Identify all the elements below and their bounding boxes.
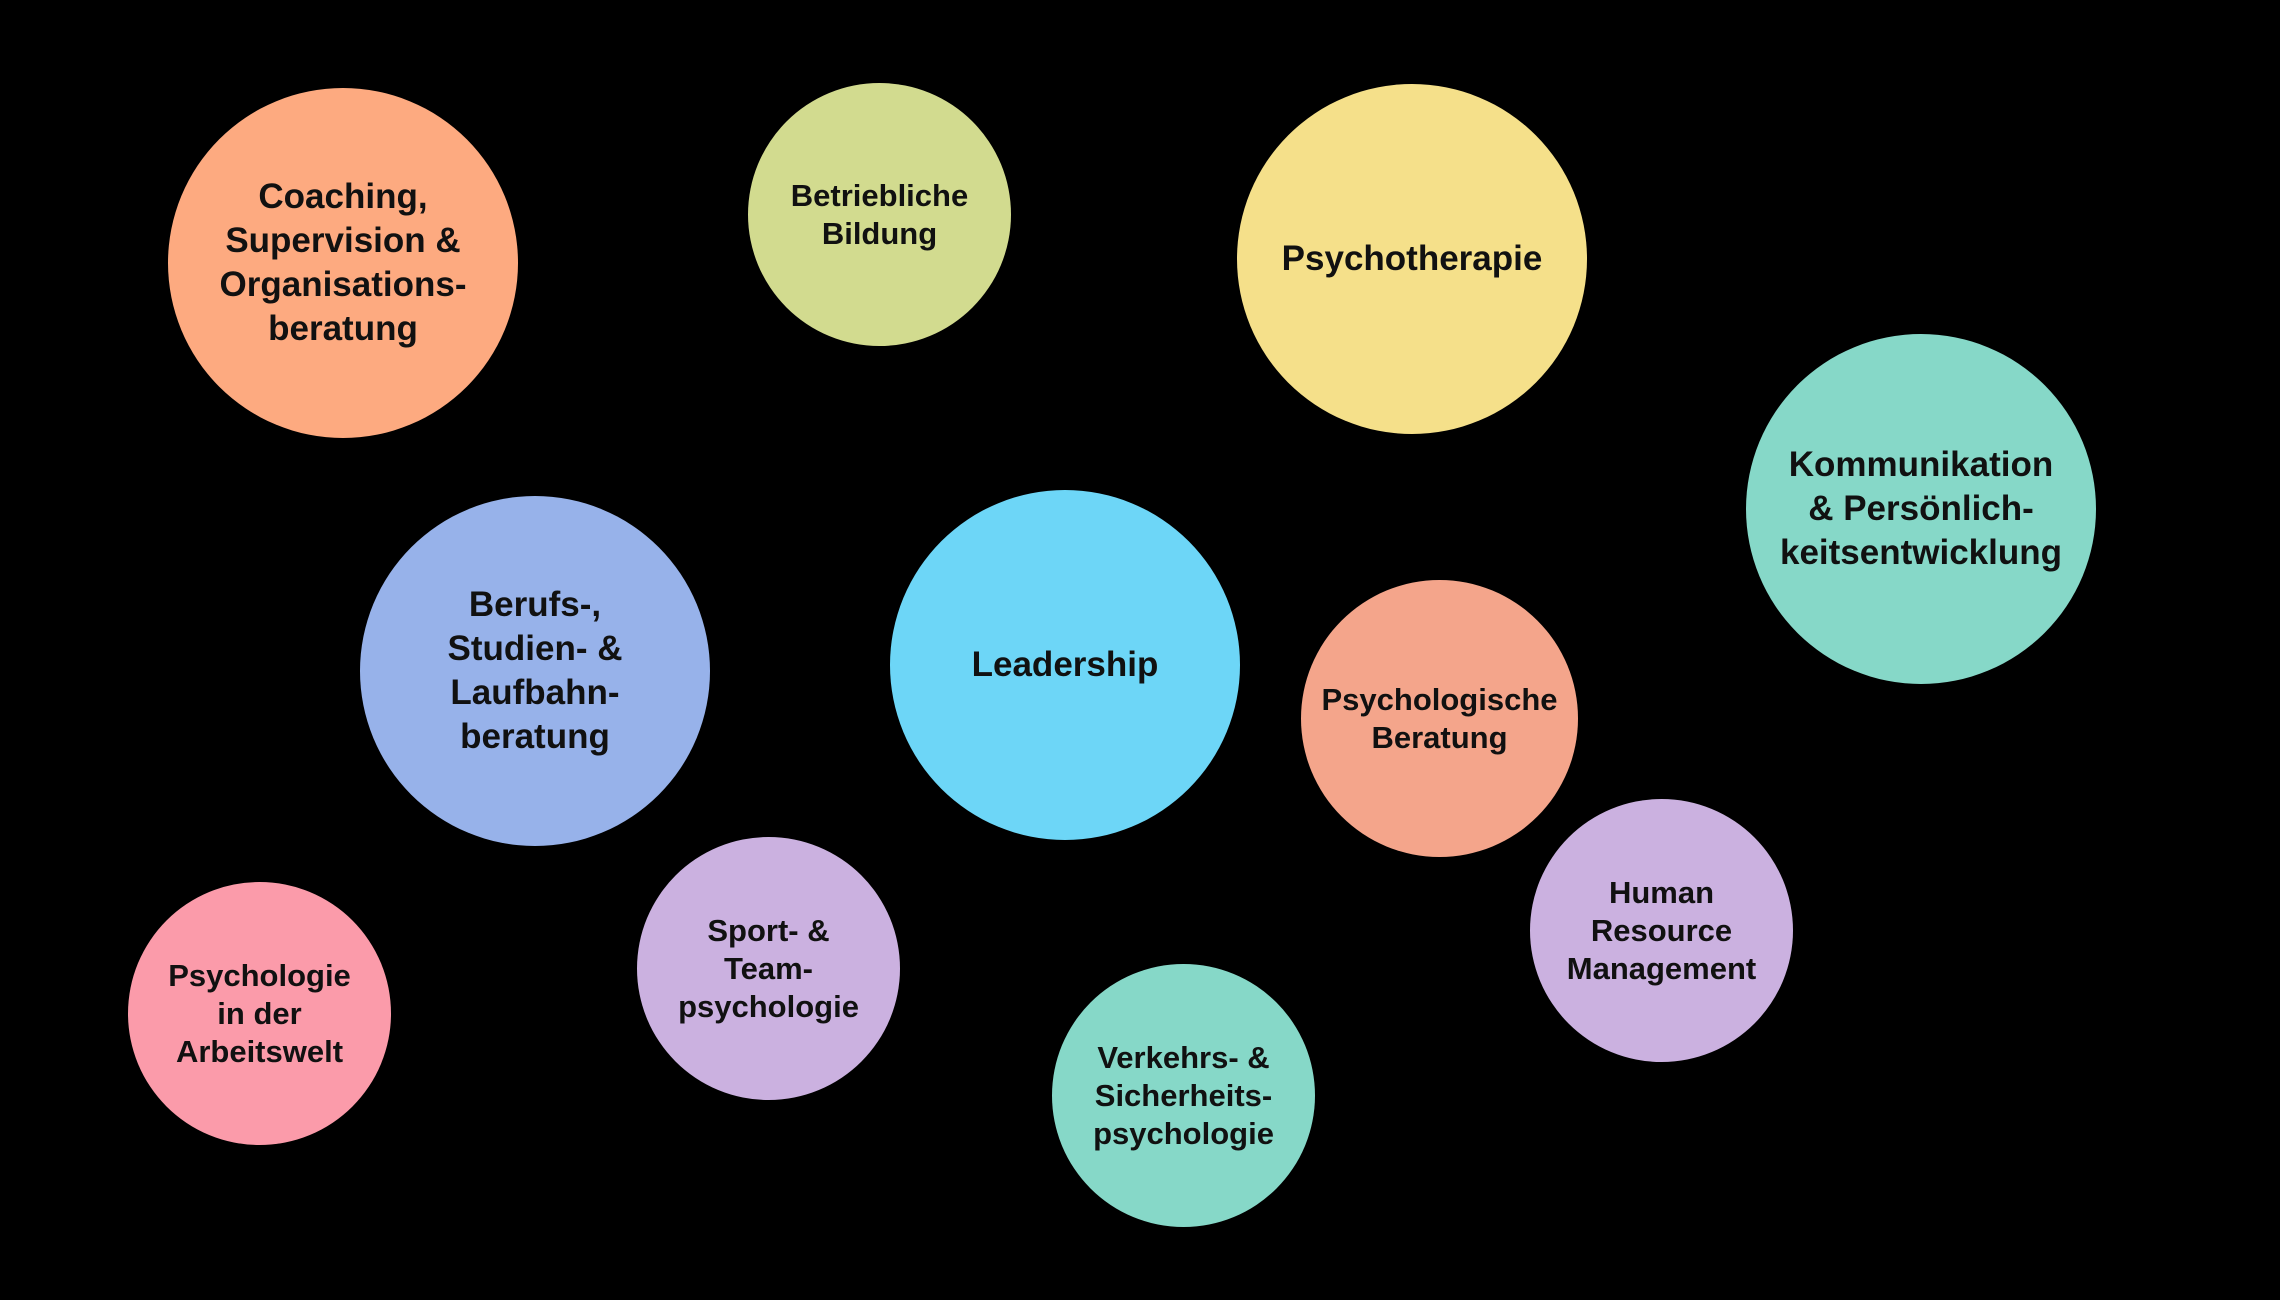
bubble-label: Psychotherapie	[1281, 239, 1543, 278]
bubble-label: Coaching, Supervision & Organisations- b…	[219, 177, 467, 348]
bubble-label: Berufs-, Studien- & Laufbahn- beratung	[447, 585, 623, 756]
bubble-label: Leadership	[971, 645, 1159, 684]
bubble-label: Psychologische Beratung	[1321, 681, 1558, 755]
bubble-leadership: Leadership	[890, 490, 1240, 840]
bubble-coaching: Coaching, Supervision & Organisations- b…	[168, 88, 518, 438]
bubble-label: Human Resource Management	[1566, 874, 1757, 986]
bubble-verkehrspsychologie: Verkehrs- & Sicherheits- psychologie	[1052, 964, 1315, 1227]
bubble-arbeitswelt: Psychologie in der Arbeitswelt	[128, 882, 391, 1145]
bubble-kommunikation: Kommunikation & Persönlich- keitsentwick…	[1746, 334, 2096, 684]
bubble-label: Kommunikation & Persönlich- keitsentwick…	[1779, 445, 2063, 572]
bubble-berufsberatung: Berufs-, Studien- & Laufbahn- beratung	[360, 496, 710, 846]
bubble-sportpsychologie: Sport- & Team- psychologie	[637, 837, 900, 1100]
bubble-label: Sport- & Team- psychologie	[678, 912, 859, 1024]
bubble-label: Betriebliche Bildung	[790, 177, 969, 251]
bubble-human-resource-management: Human Resource Management	[1530, 799, 1793, 1062]
bubble-psychotherapie: Psychotherapie	[1237, 84, 1587, 434]
bubble-label: Verkehrs- & Sicherheits- psychologie	[1093, 1039, 1274, 1151]
bubble-betriebliche-bildung: Betriebliche Bildung	[748, 83, 1011, 346]
bubble-label: Psychologie in der Arbeitswelt	[168, 957, 351, 1069]
bubble-psychologische-beratung: Psychologische Beratung	[1301, 580, 1578, 857]
